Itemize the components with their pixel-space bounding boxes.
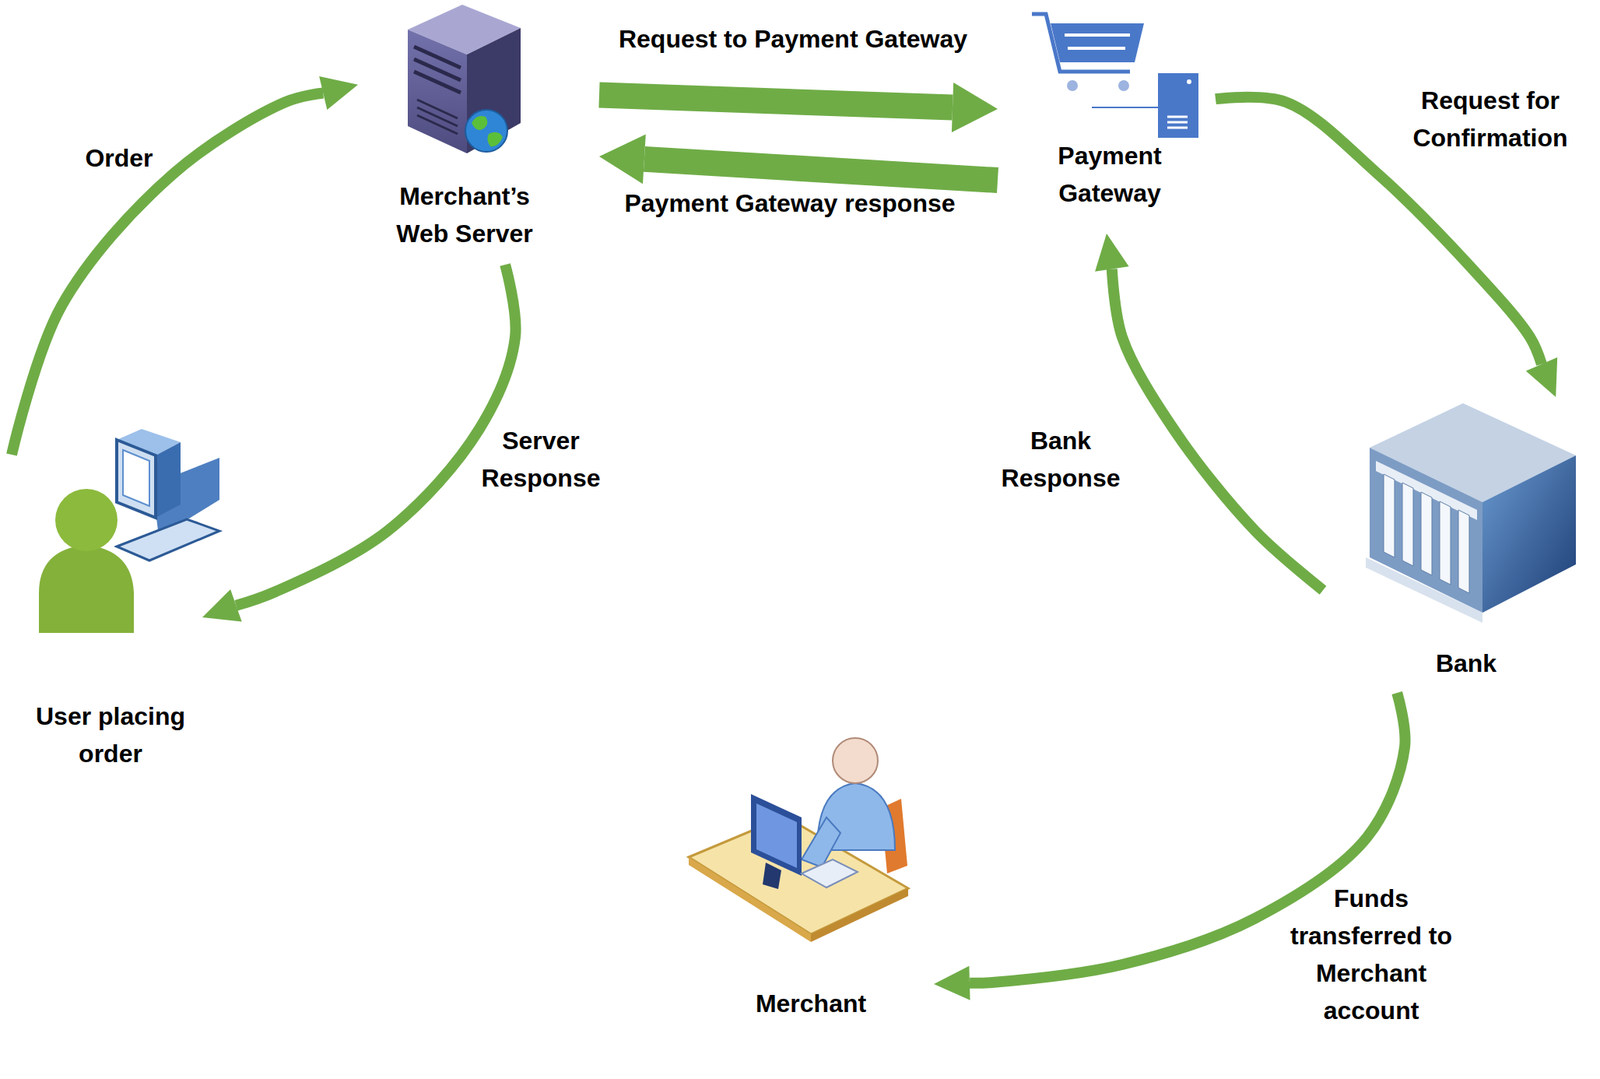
node-label-group: User placing order bbox=[27, 697, 195, 772]
actor-node: Merchant’s Web Server bbox=[357, 0, 600, 265]
person-body bbox=[38, 544, 134, 633]
flow-arrow bbox=[1094, 233, 1323, 590]
bank-column bbox=[1421, 491, 1432, 576]
flow-label: Bank Response bbox=[994, 421, 1127, 497]
server-icon bbox=[407, 4, 521, 154]
server-light bbox=[1186, 79, 1192, 85]
cart-wheel bbox=[1118, 80, 1130, 92]
keyboard bbox=[116, 519, 220, 561]
bank-side bbox=[1482, 455, 1576, 613]
actor-node: Merchant bbox=[684, 715, 934, 1028]
gateway-server bbox=[1157, 73, 1199, 138]
arrow-head bbox=[599, 133, 646, 184]
arrow-shaft bbox=[644, 158, 998, 180]
flow-label: Funds transferred to Merchant account bbox=[1273, 879, 1469, 1029]
flow-label: Server Response bbox=[474, 421, 608, 497]
monitor-screen bbox=[122, 449, 150, 506]
person-head bbox=[55, 488, 118, 551]
flow-arrow bbox=[599, 133, 998, 184]
globe bbox=[465, 109, 508, 152]
drive-slot bbox=[414, 46, 461, 68]
monitor-stand bbox=[762, 862, 782, 889]
bank-column bbox=[1402, 482, 1414, 566]
bank-column bbox=[1383, 473, 1395, 558]
arrow-shaft bbox=[11, 92, 323, 455]
flow-label: Order bbox=[41, 139, 197, 177]
bank-column bbox=[1439, 501, 1451, 585]
server-vent bbox=[1167, 115, 1188, 119]
node-label: Merchant’s Web Server bbox=[386, 177, 543, 253]
arrow-head bbox=[202, 589, 243, 622]
monitor-screen bbox=[756, 803, 797, 868]
cart-line bbox=[1064, 33, 1130, 37]
monitor-front bbox=[116, 439, 156, 518]
server-front bbox=[407, 29, 467, 154]
merchant-icon bbox=[688, 737, 909, 942]
actor-node: Bank bbox=[1322, 396, 1588, 693]
cart-wheel bbox=[1066, 80, 1078, 92]
bank-icon bbox=[1365, 403, 1576, 623]
server-vent bbox=[1167, 121, 1188, 124]
arrow-shaft bbox=[1112, 268, 1323, 590]
flow-arrow bbox=[599, 82, 998, 133]
arrow-head bbox=[319, 76, 358, 110]
node-label: Merchant bbox=[725, 984, 897, 1022]
arrow-head bbox=[951, 82, 998, 133]
gateway-icon bbox=[1031, 14, 1199, 138]
actor-node: User placing order bbox=[11, 420, 203, 763]
node-label-group: Payment Gateway bbox=[1047, 136, 1172, 212]
drive-slot bbox=[414, 71, 461, 93]
bank-column bbox=[1458, 509, 1470, 593]
arrow-head bbox=[1526, 357, 1558, 397]
user-icon bbox=[38, 428, 220, 633]
link-line bbox=[1091, 106, 1158, 109]
merchant-head bbox=[832, 737, 878, 783]
flow-label: Request to Payment Gateway bbox=[575, 20, 1011, 58]
node-label-group: Bank bbox=[1388, 644, 1544, 682]
arrow-shaft bbox=[235, 264, 516, 606]
globe-land bbox=[487, 132, 503, 148]
node-label-group: Merchant’s Web Server bbox=[386, 177, 543, 253]
flow-arrow bbox=[202, 264, 516, 622]
cart-line bbox=[1067, 46, 1126, 50]
monitor-side bbox=[155, 442, 181, 518]
node-label-group: Merchant bbox=[725, 984, 897, 1022]
flow-label: Request for Confirmation bbox=[1407, 81, 1575, 157]
keyboard bbox=[801, 859, 858, 888]
globe-land bbox=[471, 115, 488, 130]
arrow-shaft bbox=[599, 94, 953, 108]
desk-edge bbox=[810, 887, 909, 942]
drive-slot bbox=[414, 59, 461, 81]
vent-line bbox=[417, 115, 458, 134]
node-label: Payment Gateway bbox=[1047, 136, 1172, 212]
server-vent bbox=[1167, 126, 1188, 130]
arrow-head bbox=[1094, 233, 1130, 272]
bank-step bbox=[1365, 557, 1483, 623]
flow-label: Payment Gateway response bbox=[571, 184, 1008, 222]
actor-node: Payment Gateway bbox=[997, 7, 1216, 234]
cart-basket bbox=[1050, 23, 1144, 63]
flow-arrow bbox=[933, 692, 1406, 1000]
node-label: Bank bbox=[1388, 644, 1544, 682]
node-label: User placing order bbox=[27, 697, 195, 772]
monitor bbox=[750, 793, 802, 876]
arrow-head bbox=[933, 965, 971, 1000]
flow-arrow bbox=[11, 76, 358, 455]
